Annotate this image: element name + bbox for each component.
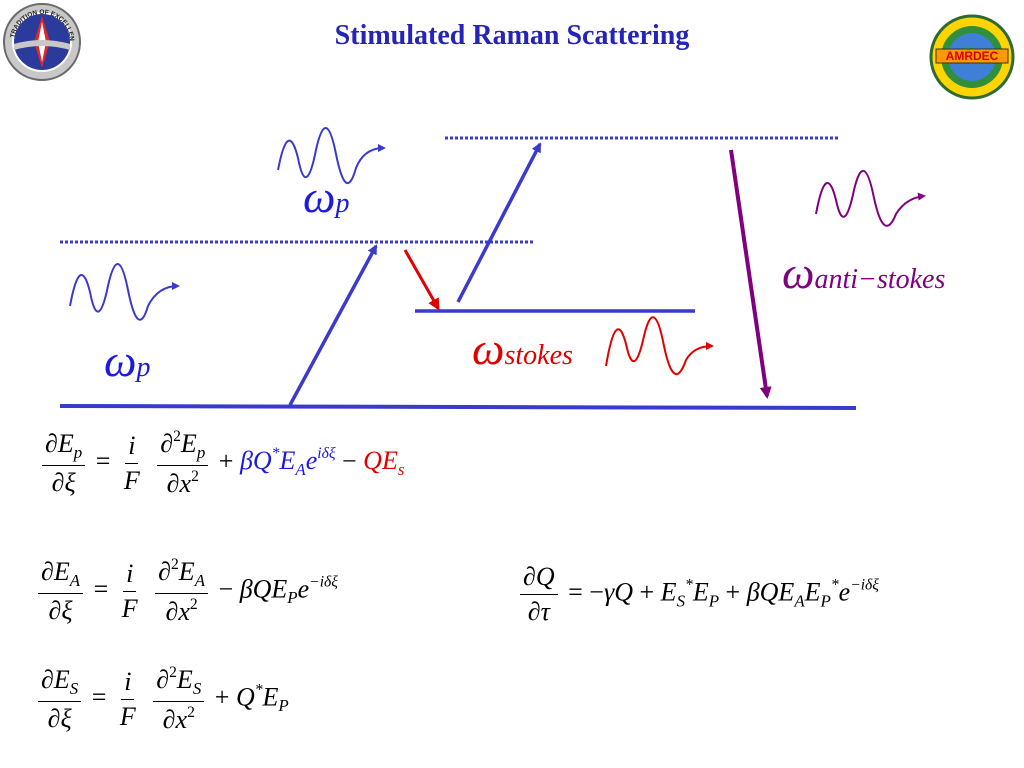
anti-stokes-photon-icon	[815, 169, 926, 227]
pump-arrow-2	[456, 142, 542, 303]
anti-stokes-arrow	[729, 149, 772, 399]
omega-p-lower-label: ωp	[104, 335, 151, 386]
equation-phonon: ∂Q∂τ = −γQ + ES*EP + βQEAEP*e−iδξ	[516, 562, 879, 627]
omega-anti-stokes-label: ωanti−stokes	[782, 247, 946, 298]
omega-p-upper-label: ωp	[303, 171, 350, 222]
right-logo-icon: AMRDEC	[929, 14, 1015, 100]
pump-photon-lower-icon	[69, 263, 180, 321]
omega-stokes-label: ωstokes	[472, 323, 573, 374]
pump-photon-upper-icon	[277, 127, 386, 185]
stokes-arrow	[403, 249, 440, 311]
ground-level	[59, 404, 857, 410]
stokes-photon-icon	[605, 316, 714, 376]
raman-energy-diagram	[59, 127, 926, 410]
left-logo-icon: TRADITION OF EXCELLENCE	[2, 2, 81, 81]
slide-title: Stimulated Raman Scattering	[334, 20, 690, 51]
right-logo-text: AMRDEC	[946, 49, 999, 63]
pump-arrow-1	[288, 244, 378, 406]
